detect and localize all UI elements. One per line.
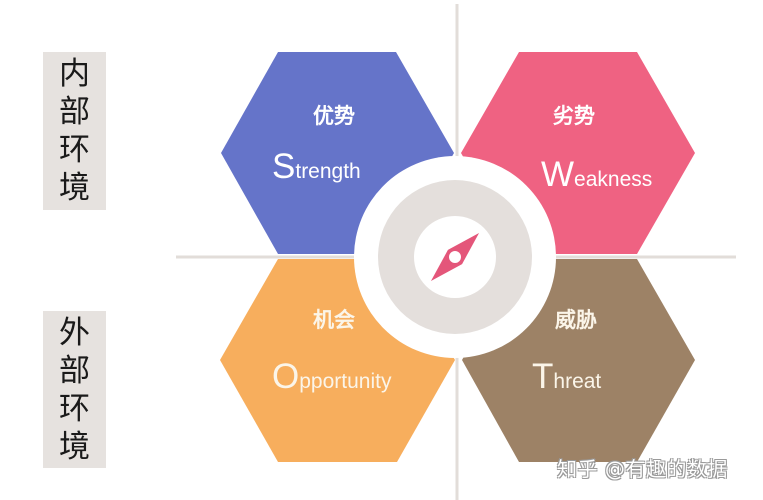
strength-cn-label: 优势 bbox=[313, 104, 355, 128]
label-char: 部 bbox=[59, 94, 90, 130]
label-char: 境 bbox=[59, 170, 90, 206]
opportunity-rest: pportunity bbox=[299, 370, 392, 393]
weakness-initial: W bbox=[541, 155, 575, 194]
compass-icon bbox=[354, 156, 556, 358]
label-char: 内 bbox=[59, 56, 90, 92]
opportunity-cn-label: 机会 bbox=[313, 308, 355, 332]
threat-en-label: Threat bbox=[532, 359, 601, 394]
label-char: 部 bbox=[59, 352, 90, 389]
label-char: 外 bbox=[59, 314, 90, 351]
threat-rest: hreat bbox=[553, 370, 602, 393]
weakness-en-label: Weakness bbox=[541, 157, 652, 192]
opportunity-en-label: Opportunity bbox=[272, 359, 391, 394]
weakness-rest: eakness bbox=[574, 168, 653, 191]
strength-rest: trength bbox=[295, 160, 361, 183]
watermark: 知乎 @有趣的数据 bbox=[557, 457, 728, 481]
label-char: 环 bbox=[59, 390, 90, 427]
label-char: 境 bbox=[59, 428, 90, 465]
weakness-cn-label: 劣势 bbox=[553, 104, 595, 128]
strength-initial: S bbox=[272, 147, 296, 186]
external-environment-label: 外 部 环 境 bbox=[43, 311, 106, 468]
label-char: 环 bbox=[59, 132, 90, 168]
opportunity-initial: O bbox=[272, 357, 300, 396]
threat-cn-label: 威胁 bbox=[555, 308, 597, 332]
internal-environment-label: 内 部 环 境 bbox=[43, 52, 106, 210]
threat-initial: T bbox=[532, 357, 554, 396]
strength-en-label: Strength bbox=[272, 149, 361, 184]
